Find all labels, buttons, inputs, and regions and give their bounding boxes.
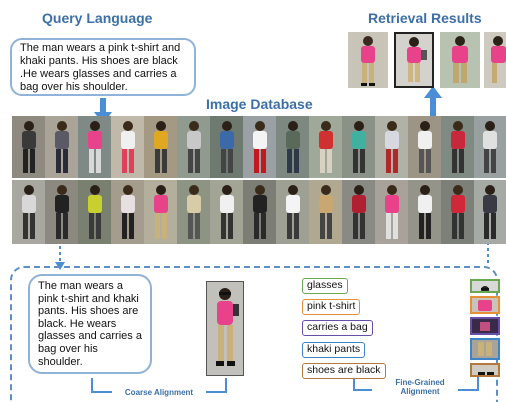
fine-bracket-right <box>458 372 479 391</box>
phrase-pink-tshirt: pink t-shirt <box>302 299 361 315</box>
crop-bag-image <box>480 322 490 331</box>
crop-khaki-pants-image <box>478 342 492 356</box>
crop-black-shoes <box>470 363 500 377</box>
crop-glasses-image <box>481 286 489 291</box>
results-up-arrow-shaft <box>430 96 436 118</box>
retrieval-person-2 <box>407 37 427 82</box>
bottom-query-box: The man wears a pink t-shirt and khaki p… <box>28 274 152 374</box>
query-text-box: The man wears a pink t-shirt and khaki p… <box>10 38 196 96</box>
coarse-bracket-left <box>91 378 112 393</box>
crop-glasses <box>470 279 500 293</box>
retrieval-person-4 <box>491 36 506 83</box>
phrase-glasses: glasses <box>302 278 348 294</box>
phrase-carries-a-bag: carries a bag <box>302 320 373 336</box>
retrieval-person-3 <box>452 36 468 83</box>
query-text: The man wears a pink t-shirt and khaki p… <box>20 42 181 93</box>
database-images <box>12 116 506 244</box>
fine-grained-alignment-label: Fine-Grained Alignment <box>395 378 445 396</box>
phrase-shoes-are-black: shoes are black <box>302 363 386 379</box>
target-person-image <box>206 281 244 376</box>
retrieval-result-1 <box>348 32 388 88</box>
phrase-khaki-pants: khaki pants <box>302 342 366 358</box>
retrieval-person-1 <box>361 36 375 86</box>
target-person <box>216 288 239 366</box>
image-database-heading: Image Database <box>206 96 313 112</box>
results-up-arrow-head <box>424 86 442 98</box>
coarse-alignment-label: Coarse Alignment <box>124 388 194 397</box>
retrieval-result-2 <box>394 32 434 88</box>
retrieval-results-heading: Retrieval Results <box>368 10 482 26</box>
coarse-bracket-right <box>206 378 227 393</box>
crop-khaki-pants <box>470 338 500 360</box>
image-database-grid <box>12 116 506 244</box>
bottom-query-text: The man wears a pink t-shirt and khaki p… <box>38 280 142 368</box>
crop-black-shoes-image <box>478 372 494 375</box>
crop-pink-tshirt <box>470 296 500 314</box>
query-language-heading: Query Language <box>42 10 153 26</box>
crop-bag <box>470 317 500 335</box>
crop-pink-tshirt-image <box>478 300 492 311</box>
retrieval-result-3 <box>440 32 480 88</box>
query-down-arrow-shaft <box>100 98 106 114</box>
retrieval-result-4 <box>484 32 506 88</box>
